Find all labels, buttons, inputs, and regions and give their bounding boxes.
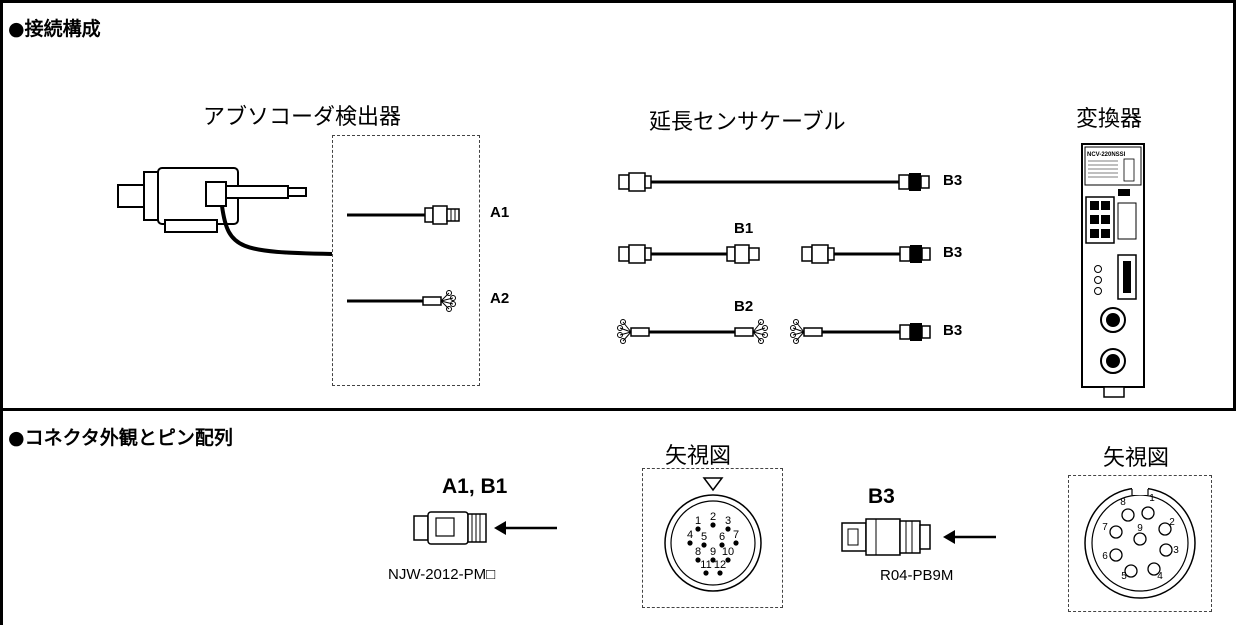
- b3-label-row1: B3: [943, 172, 963, 189]
- pin9-4-hole: [1147, 562, 1161, 576]
- pin-6-label: 6: [719, 531, 725, 543]
- absocoder-encoder-drawing: [117, 167, 333, 256]
- pin9-8-hole: [1121, 508, 1135, 522]
- pin9-9-label: 9: [1137, 523, 1143, 534]
- pin-8-dot: [695, 557, 701, 563]
- pins-section-title: ●コネクタ外観とピン配列: [8, 427, 233, 449]
- 12pin-view-box: [642, 468, 783, 608]
- pin-7-label: 7: [733, 529, 739, 541]
- njw-part-number: NJW-2012-PM□: [388, 566, 496, 583]
- pin9-5-hole: [1124, 564, 1138, 578]
- b3-connector-label: B3: [868, 485, 895, 508]
- pin-5-dot: [701, 542, 707, 548]
- a2-cable-drawing: [347, 290, 456, 312]
- b2-label: B2: [734, 298, 754, 315]
- frame-top-border: [0, 0, 1236, 3]
- pin-3-dot: [725, 526, 731, 532]
- a1-label: A1: [490, 204, 510, 221]
- frame-right-border: [1233, 0, 1236, 410]
- 9pin-view-box: [1068, 475, 1212, 612]
- pin-1-dot: [695, 526, 701, 532]
- b1-label: B1: [734, 220, 754, 237]
- b1-cable-drawing: [618, 244, 760, 264]
- converter-group-label: 変換器: [1076, 107, 1143, 132]
- pin9-6-hole: [1109, 548, 1123, 562]
- view-label-12pin: 矢視図: [665, 444, 732, 469]
- section-divider: [0, 408, 1236, 411]
- njw-connector-drawing: [413, 511, 557, 545]
- pin-10-label: 10: [722, 546, 734, 558]
- converter-unit-drawing: NCV-220NSSI: [1081, 143, 1145, 398]
- pin-11-dot: [703, 570, 709, 576]
- b3-cable-row2-drawing: [801, 244, 931, 264]
- converter-model-text: NCV-220NSSI: [1087, 152, 1126, 158]
- pin9-4-label: 4: [1157, 571, 1163, 582]
- pin-9-dot: [710, 557, 716, 563]
- extension-cable-group-label: 延長センサケーブル: [649, 110, 846, 135]
- pin-2-label: 2: [710, 511, 716, 523]
- 9pin-face-drawing: 1 2 3 4 5 6 7 8 9: [1084, 487, 1196, 599]
- pin9-7-label: 7: [1102, 522, 1108, 533]
- pin-9-label: 9: [710, 546, 716, 558]
- pin9-5-label: 5: [1121, 571, 1127, 582]
- encoder-group-label: アブソコーダ検出器: [203, 105, 402, 130]
- pin-12-label: 12: [714, 559, 726, 571]
- a1-cable-drawing: [347, 205, 460, 225]
- b3-label-row3: B3: [943, 322, 963, 339]
- pin9-3-hole: [1159, 543, 1173, 557]
- pin-8-label: 8: [695, 546, 701, 558]
- frame-left-border: [0, 0, 3, 625]
- r04-connector-drawing: [841, 518, 996, 556]
- pin-12-dot: [717, 570, 723, 576]
- encoder-cable-ends-box: [332, 135, 480, 386]
- pin9-2-hole: [1158, 522, 1172, 536]
- pin9-3-label: 3: [1173, 545, 1179, 556]
- pin9-8-label: 8: [1120, 497, 1126, 508]
- pin-5-label: 5: [701, 531, 707, 543]
- r04-part-number: R04-PB9M: [880, 567, 954, 584]
- pin9-6-label: 6: [1102, 551, 1108, 562]
- pin-2-dot: [710, 522, 716, 528]
- pin9-7-hole: [1109, 525, 1123, 539]
- pin-11-label: 11: [700, 559, 711, 571]
- view-label-9pin: 矢視図: [1103, 446, 1170, 471]
- connection-section-title: ●接続構成: [8, 18, 101, 40]
- pin-6-dot: [719, 542, 725, 548]
- pin-7-dot: [733, 540, 739, 546]
- extension-cable-row1-drawing: [618, 172, 930, 192]
- b2-cable-drawing: [617, 319, 768, 344]
- b3-label-row2: B3: [943, 244, 963, 261]
- pin-1-label: 1: [695, 515, 701, 527]
- pin-10-dot: [725, 557, 731, 563]
- pin9-9-hole: [1133, 532, 1147, 546]
- pin-3-label: 3: [725, 515, 731, 527]
- pin-4-dot: [687, 540, 693, 546]
- pin9-1-label: 1: [1149, 493, 1155, 504]
- a2-label: A2: [490, 290, 510, 307]
- pin-4-label: 4: [687, 529, 693, 541]
- b3-cable-row3-drawing: [790, 319, 931, 344]
- pin9-2-label: 2: [1169, 517, 1175, 528]
- pin9-1-hole: [1141, 506, 1155, 520]
- a1-b1-connector-label: A1, B1: [442, 475, 508, 498]
